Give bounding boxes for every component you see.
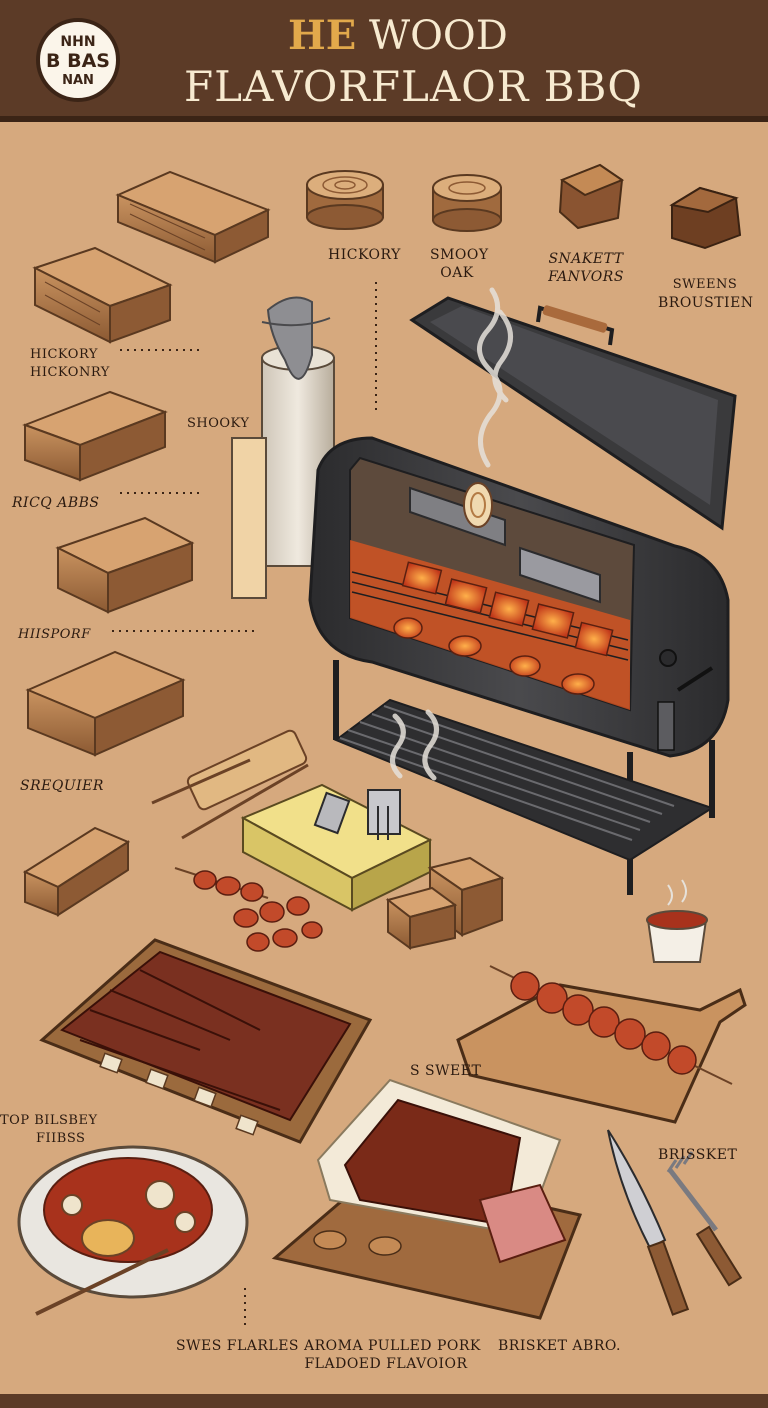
label-sweens-line-2: BROUSTIEN — [658, 295, 754, 311]
label-hiisporf: HIISPORF — [18, 627, 91, 642]
wood-plank-stack-6 — [22, 826, 131, 917]
label-hickory-hickonry: HICKORY HICKONRY — [30, 346, 110, 382]
page-title-line-2: FLAVORFLAOR BBQ — [184, 62, 643, 111]
smoking-block — [240, 783, 433, 912]
label-snakett-line-2: FANVORS — [548, 269, 624, 285]
label-top-bilsbey-fiibss: TOP BILSBEY FIIBSS — [0, 1112, 98, 1148]
label-smooy-oak-line-1: SMOOY — [430, 247, 489, 263]
label-top-bilsbey-line-2: FIIBSS — [36, 1131, 86, 1146]
label-top-bilsbey-line-1: TOP BILSBEY — [0, 1113, 98, 1128]
label-sweens-line-1: SWEENS — [672, 277, 738, 292]
label-brisket-abro: BRISKET ABRO. — [498, 1338, 621, 1354]
wood-plank-stack-5 — [25, 650, 186, 757]
wood-chunk-sweens — [669, 186, 742, 250]
leader-lines — [112, 282, 377, 1330]
wood-dowel-tools — [151, 729, 309, 840]
label-snakett-line-1: SNAKETT — [548, 251, 624, 267]
label-hickory-hickonry-line-2: HICKONRY — [30, 365, 110, 380]
label-srequier: SREQUIER — [20, 778, 104, 794]
label-hickory: HICKORY — [328, 247, 401, 263]
brisket-board — [271, 1078, 583, 1320]
page-title-line-1: HE WOOD — [288, 12, 508, 59]
logo-badge-line-3: NAN — [62, 73, 94, 88]
wood-plank-stack-2 — [32, 246, 173, 344]
logo-badge: NHN B BAS NAN — [36, 18, 120, 102]
wood-chunk-snakett — [558, 163, 625, 230]
label-aroma-line-1: AROMA PULLED PORK — [304, 1338, 481, 1354]
grill-food — [393, 561, 614, 695]
label-ricq-abbs: RICQ ABBS — [12, 495, 100, 511]
sauce-cup — [646, 879, 708, 963]
plate-of-food — [17, 1145, 249, 1316]
label-smooy-oak: SMOOY OAK — [430, 246, 489, 282]
label-shooky: SHOOKY — [187, 416, 250, 431]
skewer-board — [456, 965, 747, 1124]
label-aroma-pulled-pork: AROMA PULLED PORK FLADOED FLAVOIOR — [304, 1337, 481, 1373]
smoke-wisps — [390, 287, 513, 781]
label-swes-flarles: SWES FLARLES — [176, 1338, 300, 1354]
header-banner: NHN B BAS NAN HE WOOD FLAVORFLAOR BBQ — [0, 0, 768, 122]
sausage-links — [174, 867, 323, 952]
label-smooy-oak-line-2: OAK — [440, 265, 474, 281]
knife-and-fork — [607, 1129, 743, 1316]
smoke-stack — [231, 296, 335, 599]
wood-round-oak — [432, 174, 502, 232]
smoker-grill — [308, 296, 737, 895]
footer-band — [0, 1394, 768, 1408]
label-aroma-line-2: FLADOED FLAVOIOR — [304, 1356, 468, 1372]
split-wood-pile — [385, 856, 505, 950]
label-hickory-hickonry-line-1: HICKORY — [30, 347, 98, 362]
logo-badge-line-1: NHN — [60, 34, 96, 50]
wood-plank-stack-3 — [22, 390, 168, 482]
wood-plank-stack-1 — [115, 170, 271, 264]
title-word: WOOD — [369, 13, 508, 59]
label-brissket: BRISSKET — [658, 1147, 738, 1163]
title-accent: HE — [288, 12, 357, 59]
wood-round-hickory — [306, 170, 384, 230]
label-sweens-broustien: SWEENS BROUSTIEN — [658, 276, 754, 312]
logo-badge-line-2: B BAS — [46, 50, 110, 72]
label-s-sweet: S SWEET — [410, 1063, 482, 1079]
ribs-board — [39, 938, 373, 1144]
wood-chip-in-smoker — [463, 482, 493, 528]
label-snakett-fanvors: SNAKETT FANVORS — [545, 250, 627, 286]
wood-plank-stack-4 — [55, 516, 195, 614]
